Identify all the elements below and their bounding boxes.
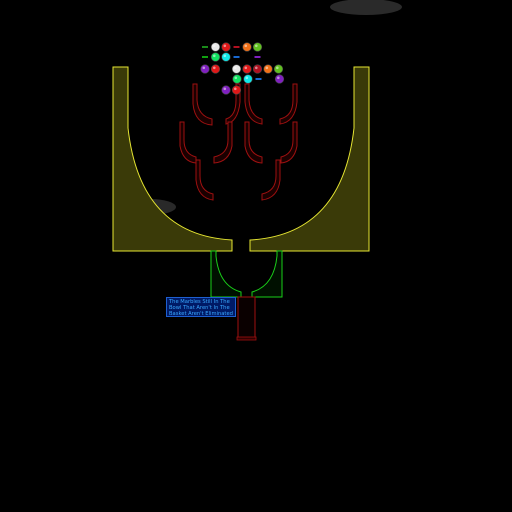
marble-dash-icon [202,46,208,48]
marble-dash-icon [233,56,240,58]
hint-text: The Marbles Still In The Bowl That Aren'… [169,299,233,317]
marble-highlight [234,66,237,70]
drain-tube-cap [236,336,257,341]
marble-icon [274,74,285,84]
marble-dash-icon [255,78,262,80]
marble-highlight [202,66,206,70]
marble-icon [242,64,252,74]
marble-dash-icon [254,56,261,58]
marble-highlight [277,76,280,80]
bowl-right-wall [249,66,370,252]
marble-icon [263,64,273,74]
marble-icon [243,74,253,84]
marble-icon [232,74,242,84]
funnel-row-3 [195,159,281,201]
marble-highlight [223,54,227,58]
marble-dash-icon [233,46,240,48]
marble-icon [231,85,242,95]
marble-highlight [213,54,216,58]
marble-highlight [244,66,248,70]
drain-tube [237,296,256,340]
marble-icon [221,85,231,95]
hint-box: The Marbles Still In The Bowl That Aren'… [166,297,236,317]
marble-icon [210,42,221,52]
marble-highlight [265,66,269,70]
marble-icon [252,42,263,52]
marble-highlight [213,44,216,48]
marble-icon [242,42,252,52]
marble-highlight [254,66,258,70]
funnel-row-2 [179,121,298,164]
marble-icon [210,52,221,62]
marble-icon [210,64,221,74]
marble-highlight [245,76,249,80]
cloud-top [330,0,402,15]
marble-highlight [234,87,237,91]
marble-highlight [276,66,279,70]
marble-icon [221,42,231,52]
basket-cup [210,250,283,298]
marble-icon [252,64,263,74]
marble-highlight [223,44,227,48]
marble-highlight [244,44,248,48]
funnel-row-1 [192,83,298,126]
marble-icon [200,64,210,74]
marble-icon [231,64,242,74]
marble-highlight [213,66,216,70]
marble-cluster [200,42,285,95]
marble-highlight [234,76,238,80]
marble-highlight [223,87,227,91]
marble-dash-icon [202,56,208,58]
bowl-left-wall [112,66,233,252]
marble-icon [273,64,284,74]
marble-icon [221,52,231,62]
marble-highlight [254,44,258,48]
